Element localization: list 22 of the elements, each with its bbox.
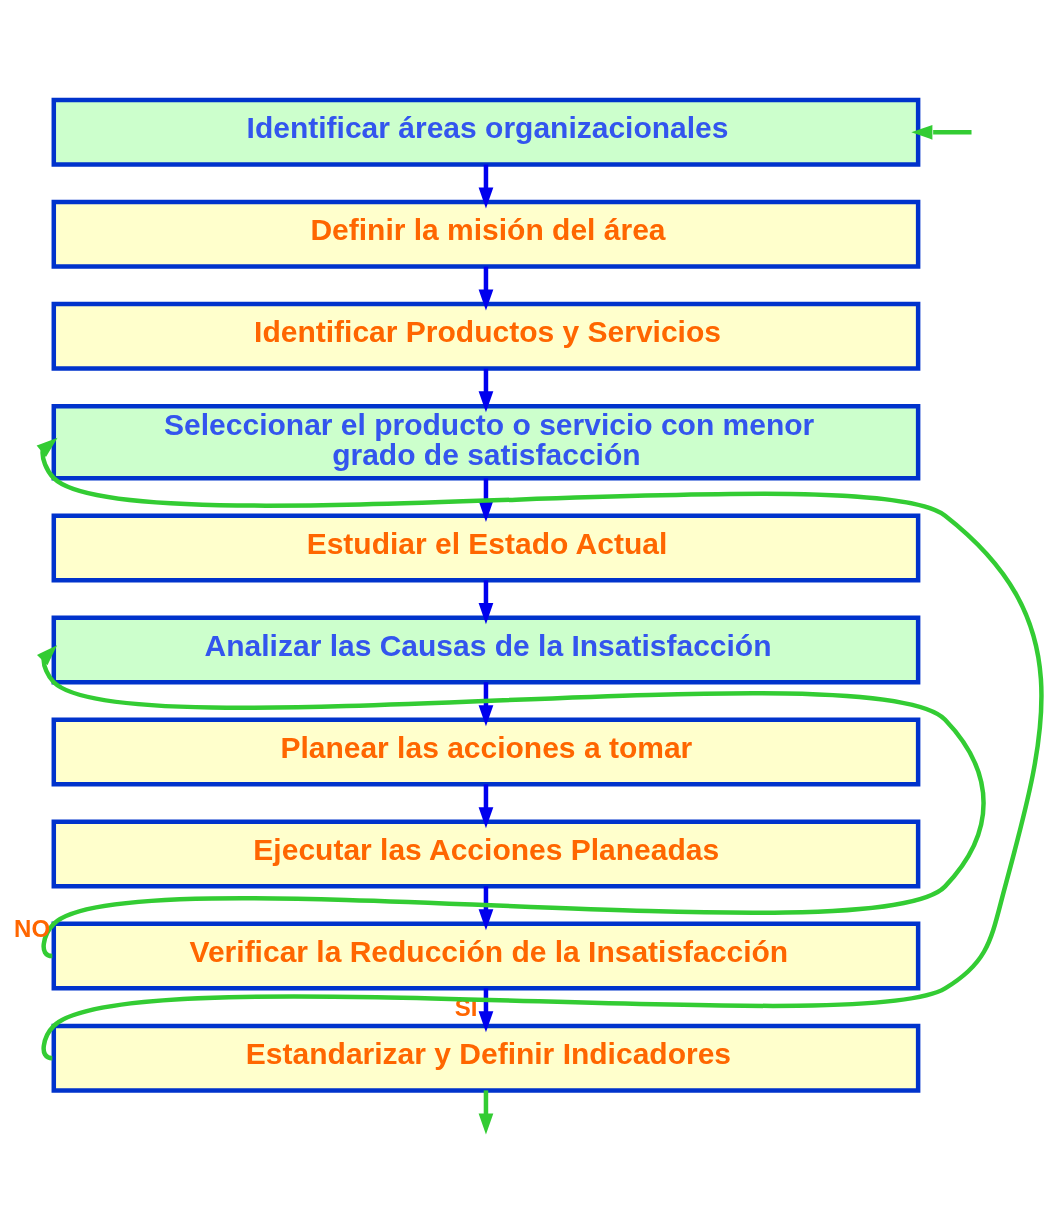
arrow xyxy=(478,368,494,412)
arrow xyxy=(478,266,494,311)
node-box: Analizar las Causas de la Insatisfacción xyxy=(51,614,921,684)
node-box: Estudiar el Estado Actual xyxy=(51,512,921,582)
arrow xyxy=(478,1089,494,1134)
node-box: Estandarizar y Definir Indicadores xyxy=(51,1023,921,1093)
node-box: Identificar Productos y Servicios xyxy=(51,301,921,371)
arrow xyxy=(478,164,494,208)
arrow xyxy=(911,124,972,140)
node-box: Seleccionar el producto o servicio con menor grado de satisfacción xyxy=(51,403,921,480)
node-box: Verificar la Reducción de la Insatisfacción xyxy=(51,921,921,991)
arrow xyxy=(478,477,494,522)
node-box: Definir la misión del área xyxy=(51,199,921,269)
arrow xyxy=(478,885,494,930)
arrow xyxy=(478,579,494,624)
arrow xyxy=(478,783,494,828)
edge-label: NO xyxy=(14,914,51,942)
arrow xyxy=(478,681,494,726)
node-box: Ejecutar las Acciones Planeadas xyxy=(51,819,921,889)
node-box: Planear las acciones a tomar xyxy=(51,717,921,787)
arrow xyxy=(478,987,494,1032)
node-box: Identificar áreas organizacionales xyxy=(51,97,921,167)
